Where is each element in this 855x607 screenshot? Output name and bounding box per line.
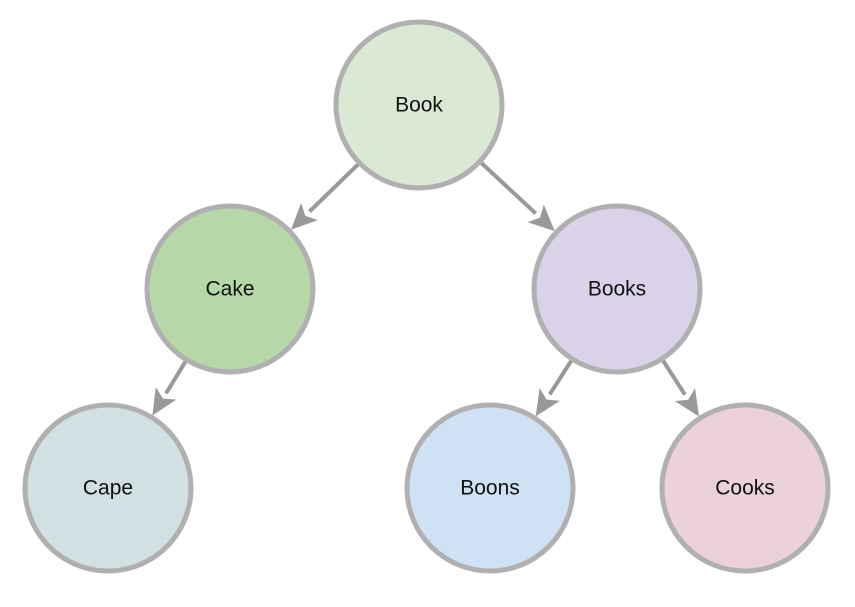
node-circle[interactable] xyxy=(659,402,831,574)
node-label: Books xyxy=(588,278,646,301)
edges xyxy=(152,161,700,417)
edge-books-to-cooks xyxy=(661,359,700,417)
node-label: Cake xyxy=(205,278,254,301)
node-cooks[interactable]: Cooks xyxy=(659,402,831,574)
edge-line xyxy=(308,162,360,214)
node-circle[interactable] xyxy=(144,203,316,375)
arrowhead-icon xyxy=(674,388,700,417)
node-label: Cooks xyxy=(715,477,775,500)
edge-book-to-cake xyxy=(290,162,360,230)
node-boons[interactable]: Boons xyxy=(404,402,576,574)
node-label: Boons xyxy=(460,477,520,500)
arrowhead-icon xyxy=(535,387,560,417)
edge-books-to-boons xyxy=(535,359,573,417)
node-label: Book xyxy=(395,94,443,117)
node-books[interactable]: Books xyxy=(531,203,703,375)
node-cake[interactable]: Cake xyxy=(144,203,316,375)
node-label: Cape xyxy=(83,477,133,500)
arrowhead-icon xyxy=(290,202,318,230)
node-book[interactable]: Book xyxy=(333,19,505,191)
edge-book-to-books xyxy=(479,161,555,232)
edge-cake-to-cape xyxy=(152,360,188,416)
edge-line xyxy=(479,161,538,215)
node-circle[interactable] xyxy=(531,203,703,375)
node-circle[interactable] xyxy=(404,402,576,574)
node-circle[interactable] xyxy=(333,19,505,191)
edge-line xyxy=(548,359,573,396)
edge-line xyxy=(164,360,188,395)
node-cape[interactable]: Cape xyxy=(22,402,194,574)
arrowhead-icon xyxy=(152,387,177,416)
arrowhead-icon xyxy=(527,204,555,232)
node-circle[interactable] xyxy=(22,402,194,574)
edge-line xyxy=(661,359,687,396)
